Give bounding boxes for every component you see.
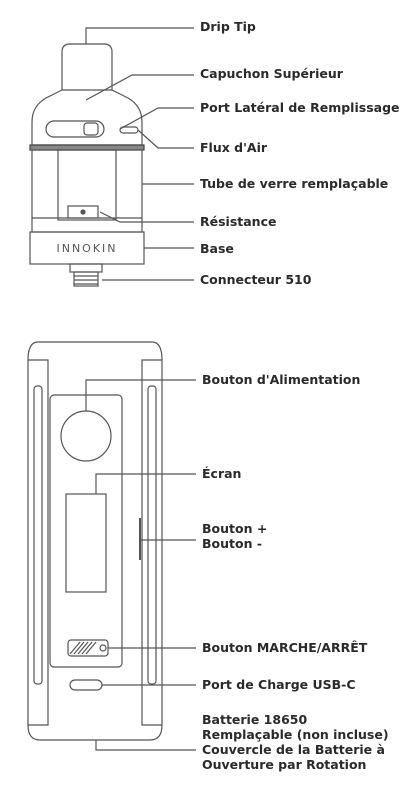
power-button-shape — [60, 410, 112, 462]
mod-outer-shell — [27, 341, 163, 741]
label-glass-tube: Tube de verre remplaçable — [200, 176, 389, 191]
label-power-button: Bouton d'Alimentation — [202, 372, 361, 387]
mod-left-groove — [33, 385, 43, 685]
label-airflow: Flux d'Air — [200, 140, 268, 155]
label-base: Base — [200, 241, 234, 256]
label-battery: Batterie 18650 Remplaçable (non incluse)… — [202, 712, 402, 772]
label-screen: Écran — [202, 466, 242, 481]
leader-lines — [85, 27, 196, 751]
label-battery-line2: Remplaçable (non incluse) — [202, 727, 389, 742]
drip-tip-shape — [61, 43, 113, 90]
label-side-fill-port: Port Latéral de Remplissage — [200, 100, 400, 115]
label-battery-line1: Batterie 18650 — [202, 712, 308, 727]
label-usb-port: Port de Charge USB-C — [202, 677, 356, 692]
label-coil: Résistance — [200, 214, 277, 229]
side-fill-port-shape — [45, 120, 105, 138]
label-plus-button: Bouton + — [202, 521, 268, 536]
usb-c-port-shape — [69, 679, 103, 691]
airflow-ring-shape — [29, 144, 145, 151]
screen-shape — [65, 493, 107, 593]
label-minus-button: Bouton - — [202, 536, 263, 551]
label-battery-line4: Ouverture par Rotation — [202, 757, 367, 772]
mod-illustration — [27, 341, 163, 741]
connector-shape — [69, 263, 103, 273]
mod-right-groove — [147, 385, 157, 685]
label-connector: Connecteur 510 — [200, 272, 312, 287]
mod-right-frame — [141, 359, 162, 726]
label-adjust-buttons: Bouton + Bouton - — [202, 521, 402, 551]
coil-shape — [67, 205, 99, 219]
label-on-off-button: Bouton MARCHE/ARRÊT — [202, 640, 368, 655]
brand-logo: INNOKIN — [56, 242, 117, 255]
label-battery-line3: Couvercle de la Batterie à — [202, 742, 385, 757]
label-top-cap: Capuchon Supérieur — [200, 66, 343, 81]
label-drip-tip: Drip Tip — [200, 19, 256, 34]
mod-left-frame — [28, 359, 49, 726]
